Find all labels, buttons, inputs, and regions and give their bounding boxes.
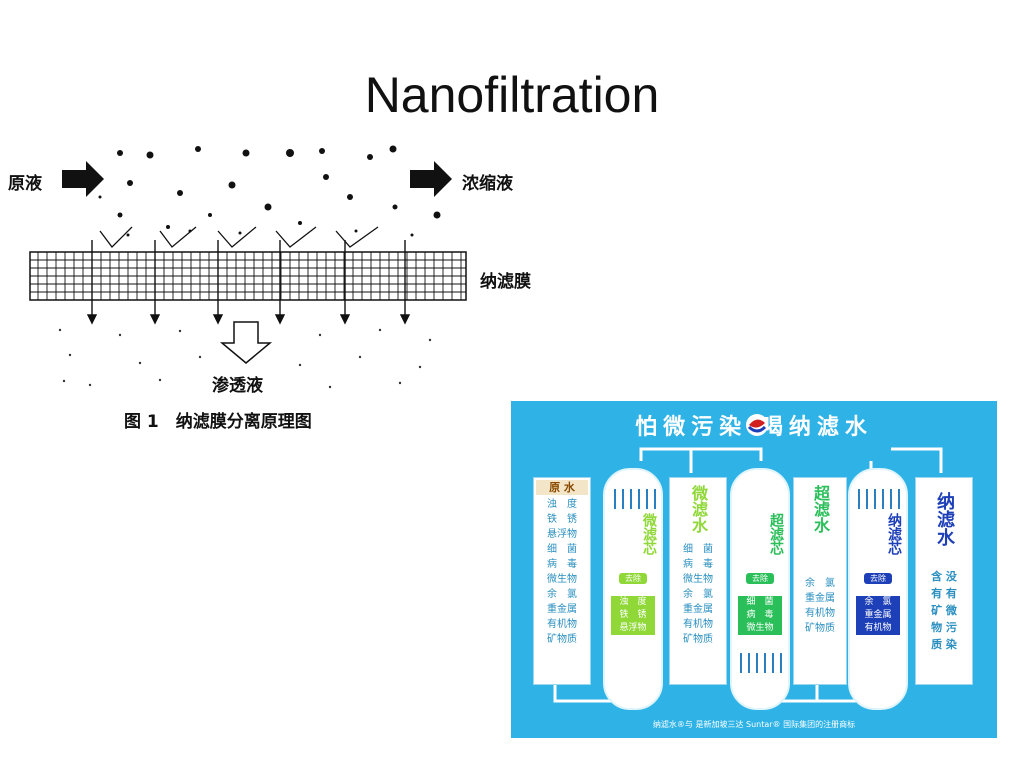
micro-core-cartridge: [603, 468, 663, 710]
raw-water-box: 原 水 浊 度 铁 锈 悬浮物 细 菌 病 毒 微生物 余 氯 重金属 有机物 …: [533, 477, 591, 685]
micro-water-item: 病 毒: [683, 559, 713, 570]
permeate-label: 渗透液: [212, 376, 263, 396]
micro-water-item: 矿物质: [683, 634, 713, 645]
water-filter-poster: 怕微污染 喝纳滤水: [511, 401, 997, 738]
raw-water-item: 矿物质: [547, 634, 577, 645]
feed-arrow-icon: [62, 161, 104, 197]
nano-water-item: 有 有: [931, 587, 957, 600]
ultra-core-removed-list: 细 菌 病 毒 微生物: [738, 596, 782, 635]
raw-water-item: 余 氯: [547, 589, 577, 600]
membrane-diagram-svg: [29, 145, 467, 389]
ultra-core-cartridge: [730, 468, 790, 710]
ultra-removed-item: 细 菌: [746, 597, 774, 607]
nano-core-cartridge: [848, 468, 908, 710]
raw-water-header: 原 水: [536, 480, 588, 495]
membrane-label: 纳滤膜: [480, 272, 531, 292]
micro-removed-item: 铁 锈: [619, 610, 647, 620]
ultra-core-label: 超滤芯: [768, 513, 784, 555]
raw-water-item: 病 毒: [547, 559, 577, 570]
raw-water-item: 铁 锈: [547, 514, 577, 525]
micro-water-item: 微生物: [683, 574, 713, 585]
raw-water-item: 悬浮物: [547, 529, 577, 540]
ultra-water-label: 超滤水: [811, 485, 830, 533]
nano-core-removed-list: 余 氯 重金属 有机物: [856, 596, 900, 635]
figure-caption: 图 1 纳滤膜分离原理图: [124, 412, 312, 432]
nano-water-item: 物 污: [931, 621, 957, 634]
poster-footer: 纳滤水®与 是新加坡三达 Suntar® 国际集团的注册商标: [652, 720, 856, 729]
nano-water-item: 矿 微: [931, 604, 957, 617]
nano-water-box: 纳滤水 含 没 有 有 矿 微 物 污 质 染: [915, 477, 973, 685]
permeate-flow-arrows: [86, 240, 411, 325]
ultra-water-item: 有机物: [805, 608, 835, 619]
micro-removed-item: 浊 度: [619, 597, 647, 607]
permeate-arrow-icon: [219, 321, 273, 364]
micro-core-remove-tag: 去除: [619, 573, 647, 584]
ultra-removed-item: 病 毒: [746, 610, 774, 620]
micro-removed-item: 悬浮物: [619, 623, 647, 633]
micro-water-item: 余 氯: [683, 589, 713, 600]
membrane-grid: [29, 251, 467, 301]
ultra-water-box: 超滤水 余 氯 重金属 有机物 矿物质: [793, 477, 847, 685]
raw-water-item: 微生物: [547, 574, 577, 585]
nano-core-label: 纳滤芯: [886, 513, 902, 555]
nano-water-label: 纳滤水: [934, 492, 955, 546]
slide-title: Nanofiltration: [364, 67, 660, 123]
raw-water-item: 有机物: [547, 619, 577, 630]
ultra-water-item: 余 氯: [805, 578, 835, 589]
raw-water-item: 重金属: [547, 604, 577, 615]
concentrate-arrow-icon: [410, 161, 452, 197]
micro-water-item: 重金属: [683, 604, 713, 615]
membrane-diagram: 原液 浓缩液 纳滤膜 渗透液 图 1 纳滤膜分离原理图: [0, 135, 560, 435]
raw-water-item: 细 菌: [547, 544, 577, 555]
ultra-water-item: 重金属: [805, 593, 835, 604]
nano-removed-item: 重金属: [864, 610, 892, 620]
raw-water-item: 浊 度: [547, 499, 577, 510]
solute-particles: [98, 145, 441, 237]
nano-water-item: 含 没: [931, 570, 957, 583]
feed-label: 原液: [8, 174, 42, 194]
micro-water-box: 微滤水 细 菌 病 毒 微生物 余 氯 重金属 有机物 矿物质: [669, 477, 727, 685]
micro-core-label: 微滤芯: [641, 513, 657, 555]
nano-core-remove-tag: 去除: [864, 573, 892, 584]
poster-flow-svg: [553, 414, 943, 710]
micro-core-removed-list: 浊 度 铁 锈 悬浮物: [611, 596, 655, 635]
micro-water-label: 微滤水: [689, 485, 708, 533]
nano-removed-item: 余 氯: [864, 597, 892, 607]
ultra-removed-item: 微生物: [746, 623, 774, 633]
ultra-core-remove-tag: 去除: [746, 573, 774, 584]
nano-removed-item: 有机物: [864, 623, 892, 633]
micro-water-item: 细 菌: [683, 544, 713, 555]
concentrate-label: 浓缩液: [462, 174, 513, 194]
rejection-arrows: [99, 226, 379, 248]
micro-water-item: 有机物: [683, 619, 713, 630]
ultra-water-item: 矿物质: [805, 623, 835, 634]
nano-water-item: 质 染: [931, 638, 957, 651]
